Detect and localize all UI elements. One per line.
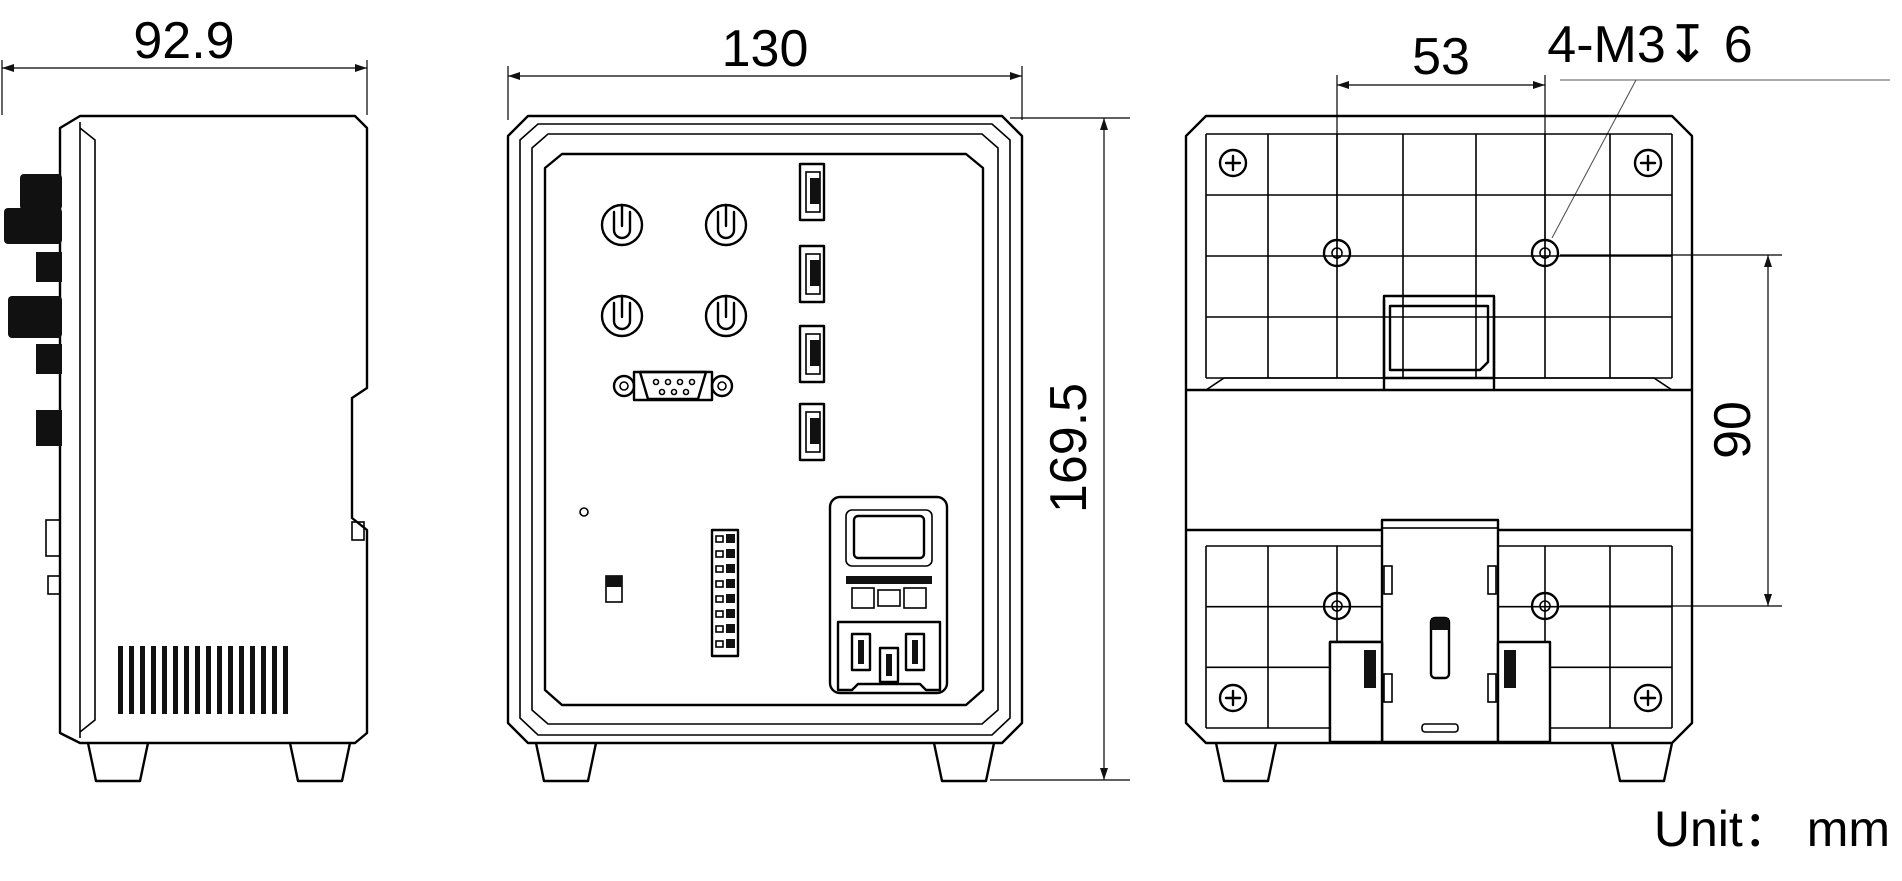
side-foot-right <box>288 741 352 783</box>
vent-slot <box>228 646 233 714</box>
dim-front-width: 130 <box>507 20 1023 120</box>
rear-rib-grid-top <box>1205 133 1673 379</box>
dim-rear-hole-spacing-h: 53 <box>1336 28 1546 248</box>
dip-lever <box>715 535 724 543</box>
corner-screws <box>1218 148 1663 713</box>
front-foot-right <box>932 741 996 783</box>
dim-label-130: 130 <box>722 20 809 78</box>
vent-slot <box>140 646 145 714</box>
vent-slot <box>217 646 222 714</box>
side-vent-slots <box>118 646 288 714</box>
rear-foot-right <box>1610 741 1674 783</box>
dip-switch <box>726 564 735 573</box>
dim-label-90: 90 <box>1704 401 1762 459</box>
side-foot-left <box>86 741 150 783</box>
screw-icon <box>1633 148 1663 178</box>
dip-lever <box>715 565 724 573</box>
dip-lever <box>715 595 724 603</box>
din-rail-latch <box>1328 518 1552 744</box>
dip-switch <box>726 579 735 588</box>
port-contact <box>810 418 820 444</box>
vent-slot <box>151 646 156 714</box>
screw-icon <box>1633 683 1663 713</box>
side-knobs <box>4 174 62 595</box>
din-clip-window <box>1382 294 1496 392</box>
port-housing <box>798 162 826 222</box>
port-housing <box>798 402 826 462</box>
vent-slot <box>173 646 178 714</box>
dip-switch <box>726 639 735 648</box>
vent-slot <box>272 646 277 714</box>
slide-switch <box>605 575 623 603</box>
power-entry-module <box>828 495 949 695</box>
dip-lever <box>715 580 724 588</box>
dip-switch <box>726 549 735 558</box>
dim-side-width: 92.9 <box>1 12 368 115</box>
port-column <box>798 162 826 462</box>
port-housing <box>798 324 826 384</box>
port-contact <box>810 340 820 366</box>
dim-front-height: 169.5 <box>990 117 1130 781</box>
pot-knob <box>704 203 748 247</box>
indicator-led <box>579 507 589 517</box>
rear-view: 53 4-M3↧ 6 90 <box>1184 16 1890 783</box>
dim-rear-hole-spacing-v: 90 <box>1560 254 1782 607</box>
front-foot-left <box>534 741 598 783</box>
dip-switch <box>726 594 735 603</box>
dim-label-53: 53 <box>1412 28 1470 86</box>
pot-knob <box>600 294 644 338</box>
port-contact <box>810 178 820 204</box>
vent-slot <box>206 646 211 714</box>
dip-switch <box>726 609 735 618</box>
vent-slot <box>129 646 134 714</box>
port-contact <box>810 260 820 286</box>
m3-mounting-holes <box>1322 238 1560 621</box>
vent-slot <box>162 646 167 714</box>
front-outer-frame <box>506 114 1024 745</box>
side-view: 92.9 <box>1 12 369 783</box>
vent-slot <box>250 646 255 714</box>
rear-outer-frame <box>1184 114 1694 745</box>
vent-slot <box>239 646 244 714</box>
dip-lever <box>715 625 724 633</box>
db9-connector <box>612 370 734 402</box>
vent-slot <box>118 646 123 714</box>
dip-switch <box>726 624 735 633</box>
pot-knob <box>704 294 748 338</box>
vent-slot <box>184 646 189 714</box>
power-switch <box>852 514 926 560</box>
screw-icon <box>1218 148 1248 178</box>
dip-switch <box>726 534 735 543</box>
vent-slot <box>195 646 200 714</box>
thread-callout: 4-M3↧ 6 <box>1547 16 1890 239</box>
vent-slot <box>261 646 266 714</box>
screw-icon <box>1218 683 1248 713</box>
front-panel <box>543 152 985 707</box>
dim-label-92-9: 92.9 <box>133 12 234 70</box>
dip-switch-block <box>710 528 740 658</box>
dip-body <box>710 528 740 658</box>
dip-lever <box>715 550 724 558</box>
port-housing <box>798 244 826 304</box>
dim-label-169-5: 169.5 <box>1040 383 1098 513</box>
front-view: 130 169.5 <box>506 20 1130 783</box>
potentiometers <box>600 203 748 338</box>
dip-lever <box>715 640 724 648</box>
vent-slot <box>283 646 288 714</box>
rear-foot-left <box>1214 741 1278 783</box>
unit-label: Unit： mm <box>1654 801 1890 857</box>
side-body-outline <box>58 114 369 745</box>
thread-callout-label: 4-M3↧ 6 <box>1547 16 1752 74</box>
iec-inlet <box>836 620 942 692</box>
pot-knob <box>600 203 644 247</box>
dip-lever <box>715 610 724 618</box>
